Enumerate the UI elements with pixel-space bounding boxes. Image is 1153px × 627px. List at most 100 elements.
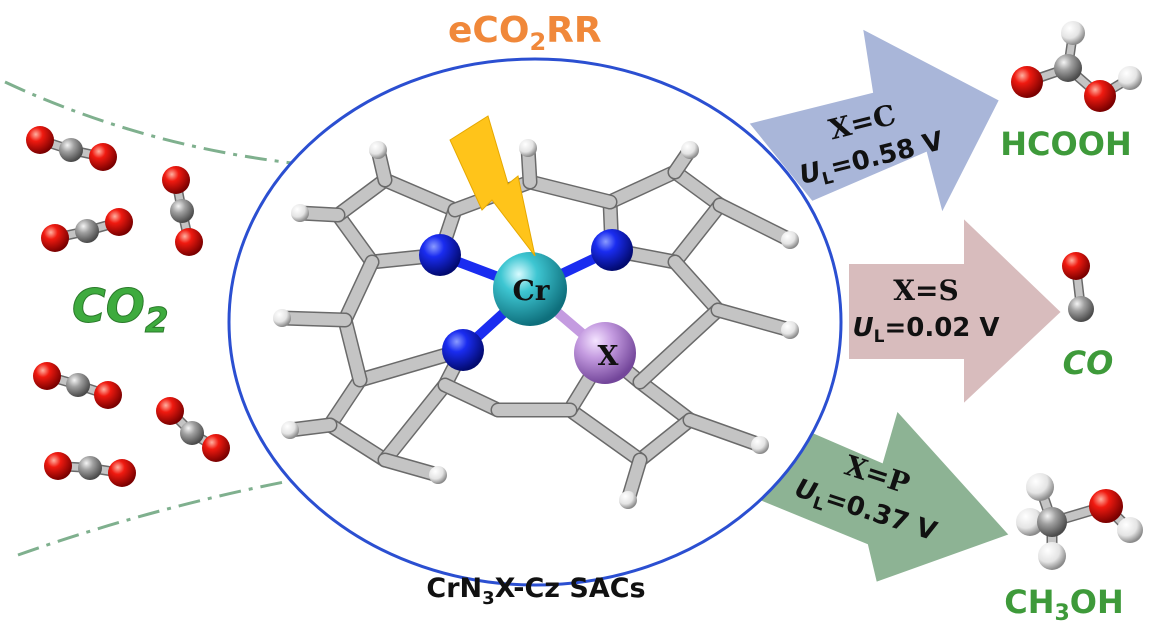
hydrogen-atom (1038, 542, 1066, 570)
product-hcooh-a: HCOOH (1000, 125, 1131, 163)
carbon-atom (180, 421, 204, 445)
product-ch3oh-sub: 3 (1054, 601, 1069, 626)
hydrogen-bond (379, 454, 444, 481)
framework-bond (524, 176, 616, 208)
co2-molecule (156, 397, 230, 462)
carbon-atom (1054, 54, 1082, 82)
framework-bond (634, 376, 696, 426)
funnel-line-bottom (17, 476, 306, 557)
product-ch3oh-a: CH (1004, 583, 1054, 621)
oxygen-atom (1011, 66, 1043, 98)
framework-bond (564, 404, 646, 466)
pathway-co: X=S UL=0.02 V (852, 274, 999, 347)
pathway-arrows (743, 26, 1064, 585)
title-main: eCO (448, 10, 529, 51)
product-ch3oh: CH3OH (1004, 583, 1124, 626)
title-tail: RR (546, 10, 601, 51)
hydrogen-atom (273, 309, 291, 327)
co2-molecule (26, 126, 117, 171)
oxygen-atom (33, 362, 61, 390)
co2-molecules (26, 126, 230, 487)
product-co-a: CO (1063, 344, 1114, 382)
ul-sub-hcooh: L (820, 168, 836, 190)
catalyst-caption: CrN3X-Cz SACs (426, 573, 645, 609)
hydrogen-atom (281, 421, 299, 439)
hydrogen-atom (369, 141, 387, 159)
hydrogen-atom (1117, 517, 1143, 543)
framework-bond (634, 414, 696, 466)
co2-label-main: CO (72, 279, 145, 333)
hydrogen-atom (429, 466, 447, 484)
hydrogen-bond (714, 199, 796, 246)
oxygen-atom (89, 143, 117, 171)
framework-bond (604, 166, 681, 208)
product-ch3oh-b: OH (1070, 583, 1124, 621)
co2-molecule (44, 452, 136, 487)
hydrogen-bond (712, 304, 796, 336)
framework-bond (669, 199, 726, 268)
hcooh-molecule (1011, 21, 1142, 112)
arrow-hcooh (746, 26, 1002, 217)
hydrogen-bond (276, 312, 351, 326)
arrow-co (847, 214, 1064, 408)
hydrogen-atom (291, 204, 309, 222)
title-sub: 2 (529, 28, 546, 56)
nitrogen-atom (419, 234, 461, 276)
caption-sub: 3 (482, 588, 495, 609)
oxygen-atom (41, 224, 69, 252)
hydrogen-atom (781, 321, 799, 339)
ul-co: UL=0.02 V (852, 313, 999, 347)
framework-bond (669, 256, 724, 316)
chromium-atom (493, 252, 567, 326)
co2-label: CO2 (72, 279, 169, 341)
co2-molecule (33, 362, 122, 409)
product-hcooh: HCOOH (1000, 125, 1131, 163)
ul-value-co: =0.02 V (884, 313, 999, 343)
nitrogen-atom (442, 329, 484, 371)
framework-bond (324, 374, 366, 431)
hydrogen-atom (1016, 508, 1044, 536)
oxygen-atom (1062, 252, 1090, 280)
product-molecules (1011, 21, 1143, 570)
product-co: CO (1063, 344, 1114, 382)
funnel-lines (4, 80, 306, 557)
framework-bond (324, 419, 391, 466)
nitrogen-atom (591, 229, 633, 271)
ch3oh-molecule (1016, 473, 1143, 570)
funnel-line-top (4, 80, 293, 165)
carbon-atom (59, 138, 83, 162)
framework-bond (332, 209, 378, 268)
framework-bond (379, 379, 451, 466)
hydrogen-atom (1061, 21, 1085, 45)
framework-bond (439, 379, 504, 416)
hydrogen-atom (781, 231, 799, 249)
hydrogen-atom (1118, 66, 1142, 90)
oxygen-atom (156, 397, 184, 425)
hydrogen-atom (751, 436, 769, 454)
condition-co: X=S (893, 274, 958, 307)
oxygen-atom (162, 166, 190, 194)
hydrogen-bond (684, 414, 766, 451)
oxygen-atom (44, 452, 72, 480)
hydrogen-atom (681, 141, 699, 159)
co2-label-sub: 2 (145, 301, 169, 341)
oxygen-atom (26, 126, 54, 154)
oxygen-atom (105, 208, 133, 236)
hydrogen-atom (619, 491, 637, 509)
dopant-label: X (598, 341, 619, 372)
ul-sub-co: L (874, 327, 885, 347)
oxygen-atom (1089, 489, 1123, 523)
oxygen-atom (94, 381, 122, 409)
ul-prefix-co: U (852, 313, 873, 343)
framework-bond (634, 304, 724, 388)
carbon-atom (66, 373, 90, 397)
carbon-atom (78, 456, 102, 480)
diagram-title: eCO2RR (448, 10, 602, 56)
oxygen-atom (175, 228, 203, 256)
caption-b: X-Cz SACs (495, 573, 646, 604)
framework-bond (379, 174, 461, 216)
carbon-atom (1068, 296, 1094, 322)
framework-bond (669, 166, 726, 211)
metal-label: Cr (512, 274, 550, 307)
